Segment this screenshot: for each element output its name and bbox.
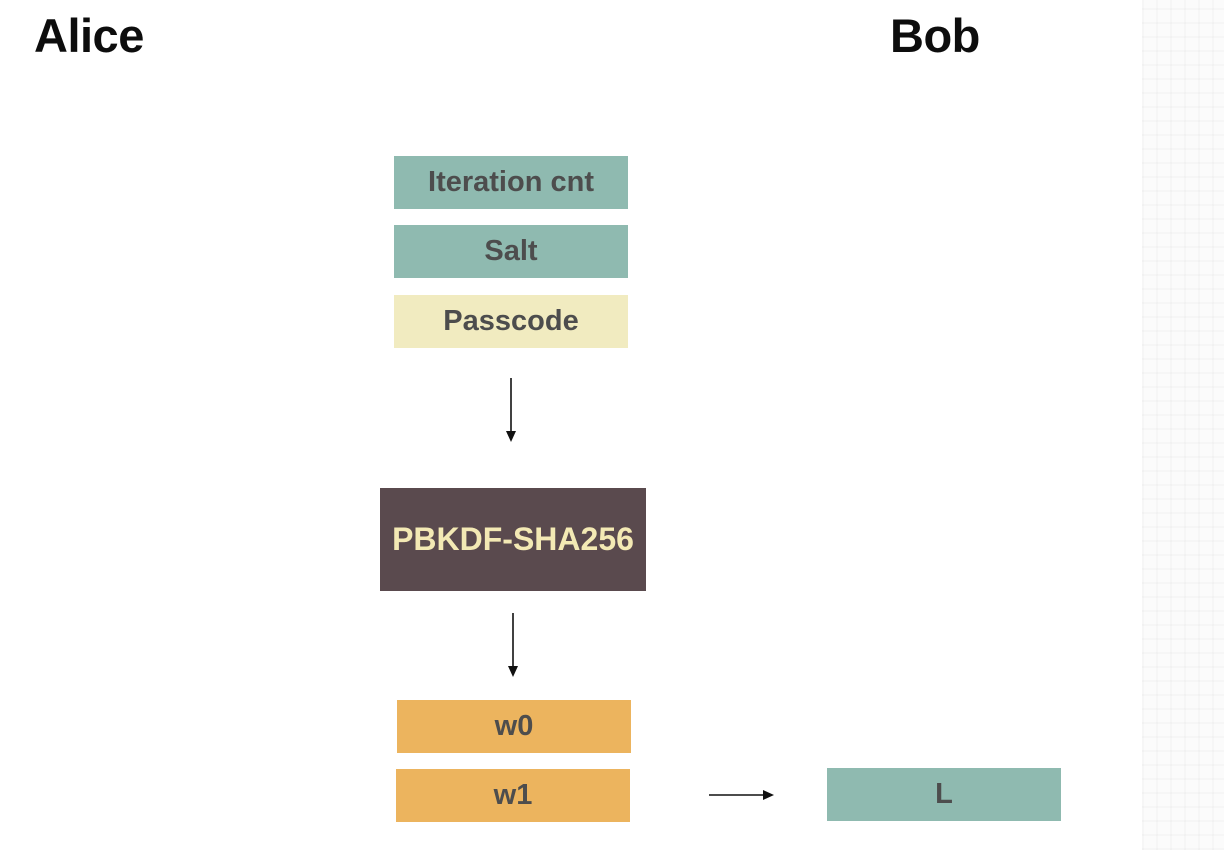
w1-box: w1 [396, 769, 630, 822]
alice-heading: Alice [34, 9, 144, 62]
iteration-count-box: Iteration cnt [394, 156, 628, 209]
arrow-w1-to-l [709, 790, 774, 800]
arrow-inputs-to-kdf [506, 378, 516, 442]
pbkdf-sha256-box: PBKDF-SHA256 [380, 488, 646, 591]
passcode-box: Passcode [394, 295, 628, 348]
salt-box: Salt [394, 225, 628, 278]
w0-box: w0 [397, 700, 631, 753]
bob-heading: Bob [890, 9, 980, 62]
background-pattern [1142, 0, 1224, 850]
arrow-kdf-to-outputs [508, 613, 518, 677]
l-box: L [827, 768, 1061, 821]
